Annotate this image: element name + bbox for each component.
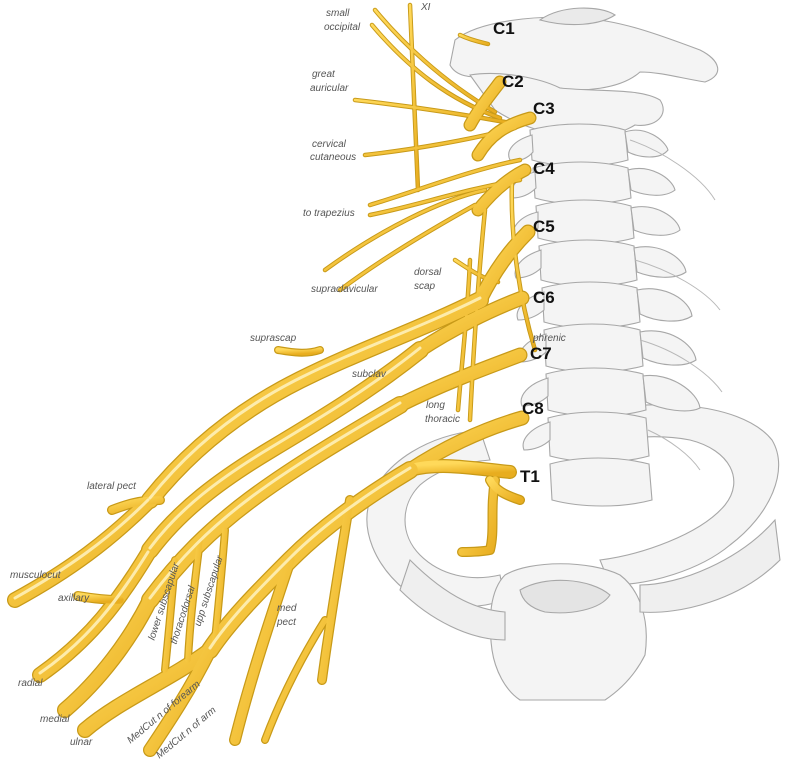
root-label-t1: T1	[520, 468, 540, 486]
root-label-c2: C2	[502, 73, 524, 91]
label-lateral-pect: lateral pect	[87, 481, 136, 493]
nerve-fills	[15, 5, 535, 750]
label-phrenic: phrenic	[533, 333, 566, 345]
label-to-trapezius: to trapezius	[303, 208, 355, 220]
label-great-auricular-1: great	[312, 69, 335, 81]
label-medial: medial	[40, 714, 69, 726]
root-label-c4: C4	[533, 160, 555, 178]
label-small-occipital-1: small	[326, 8, 349, 20]
label-great-auricular-2: auricular	[310, 83, 348, 95]
nerve-network	[15, 5, 535, 750]
root-label-c7: C7	[530, 345, 552, 363]
label-long-thoracic-2: thoracic	[425, 414, 460, 426]
root-label-c1: C1	[493, 20, 515, 38]
label-radial: radial	[18, 678, 42, 690]
label-long-thoracic-1: long	[426, 400, 445, 412]
skeleton	[367, 8, 780, 700]
label-supraclavicular: supraclavicular	[311, 284, 378, 296]
label-xi: XI	[421, 2, 430, 14]
label-dorsal-scap-1: dorsal	[414, 267, 441, 279]
root-label-c5: C5	[533, 218, 555, 236]
label-subclav: subclav	[352, 369, 386, 381]
label-med-pect-1: med	[277, 603, 296, 615]
label-ulnar: ulnar	[70, 737, 92, 749]
root-label-c8: C8	[522, 400, 544, 418]
label-musculocut: musculocut	[10, 570, 61, 582]
label-axillary: axillary	[58, 593, 89, 605]
root-label-c6: C6	[533, 289, 555, 307]
label-suprascap: suprascap	[250, 333, 296, 345]
label-cervical-cutaneous-2: cutaneous	[310, 152, 356, 164]
label-med-pect-2: pect	[277, 617, 296, 629]
root-label-c3: C3	[533, 100, 555, 118]
label-dorsal-scap-2: scap	[414, 281, 435, 293]
label-cervical-cutaneous-1: cervical	[312, 139, 346, 151]
label-small-occipital-2: occipital	[324, 22, 360, 34]
